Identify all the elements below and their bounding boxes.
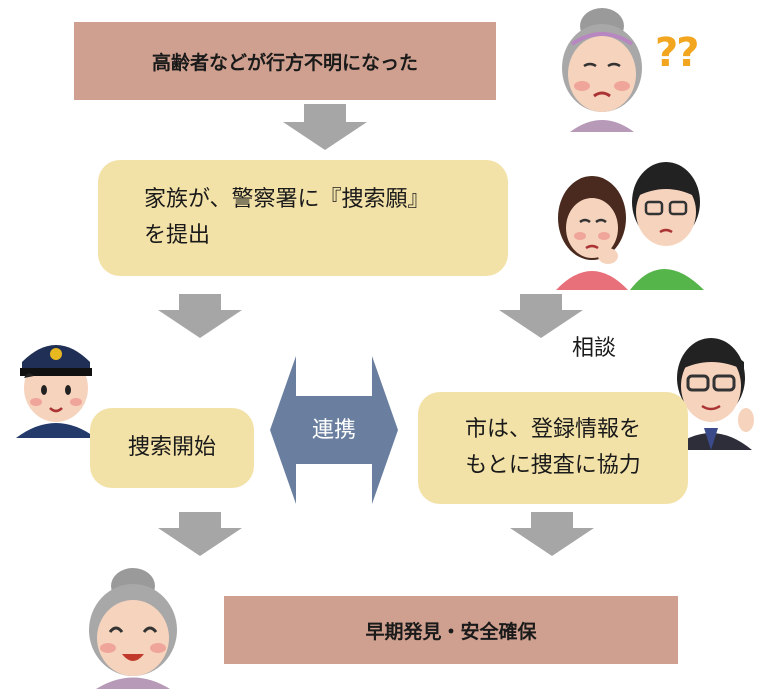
- bottom-box-text: 早期発見・安全確保: [365, 620, 537, 643]
- city-box: 市は、登録情報を もとに捜査に協力: [418, 392, 688, 504]
- city-box-line1: 市は、登録情報を: [464, 417, 641, 442]
- arrow-down-5: [510, 512, 594, 556]
- consult-label: 相談: [572, 336, 617, 361]
- arrow-down-1: [283, 104, 367, 150]
- arrow-down-2: [158, 294, 242, 338]
- worried-family-icon: [552, 140, 712, 290]
- search-start-box: 捜索開始: [90, 408, 254, 488]
- link-arrow-icon: [270, 356, 398, 508]
- arrow-down-4: [158, 512, 242, 556]
- family-box-line2: を提出: [144, 223, 211, 248]
- happy-elderly-icon: [78, 566, 188, 689]
- bottom-box: 早期発見・安全確保: [224, 596, 678, 664]
- question-marks: ??: [655, 30, 699, 76]
- police-officer-icon: [14, 326, 98, 438]
- worried-elderly-icon: [552, 4, 652, 132]
- family-box-line1: 家族が、警察署に『捜索願』: [144, 187, 430, 212]
- arrow-down-3: [499, 294, 583, 338]
- link-label: 連携: [311, 418, 356, 443]
- city-staff-icon: [666, 328, 756, 450]
- top-box-text: 高齢者などが行方不明になった: [151, 51, 418, 74]
- search-start-text: 捜索開始: [127, 435, 216, 460]
- family-box: 家族が、警察署に『捜索願』 を提出: [98, 160, 508, 276]
- city-box-line2: もとに捜査に協力: [465, 453, 641, 478]
- top-box: 高齢者などが行方不明になった: [74, 22, 496, 100]
